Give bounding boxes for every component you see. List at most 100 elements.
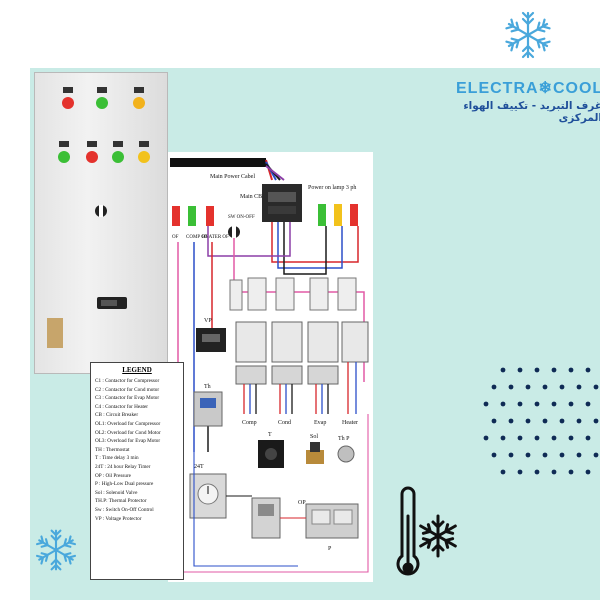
snowflake-icon (35, 529, 77, 571)
decor-dot (576, 384, 582, 390)
legend-row-7: OL2: Overload for Cond Motor (95, 429, 161, 436)
motor-label-comp: Comp (242, 420, 257, 426)
decor-dot (551, 367, 557, 373)
decor-dot (517, 401, 523, 407)
voltage-protector (196, 328, 226, 352)
motor-wires (243, 362, 357, 414)
panel-selector-switch (95, 205, 107, 217)
thermostat (193, 391, 223, 452)
timer-label: 24T (194, 464, 204, 470)
decor-dot (534, 469, 540, 475)
decor-dot (508, 418, 514, 424)
thp-label: Th P (338, 436, 350, 442)
24h-timer (189, 473, 227, 519)
decor-dot (559, 384, 565, 390)
thermal-protector (337, 445, 355, 463)
vp-label: VP (204, 318, 212, 324)
legend-row-11: 24T : 24 hour Relay Timer (95, 463, 151, 470)
on-off-switch (228, 226, 240, 238)
decor-dot (551, 435, 557, 441)
decor-dot (593, 452, 599, 458)
legend-title: LEGEND (122, 366, 152, 374)
legend-row-17: VP : Voltage Protector (95, 515, 142, 522)
decor-dot (542, 384, 548, 390)
panel-warning-label (47, 318, 63, 348)
main-circuit-breaker (262, 184, 302, 222)
decor-dot (551, 401, 557, 407)
decor-dot (593, 418, 599, 424)
decor-dot (568, 469, 574, 475)
decor-dot (576, 452, 582, 458)
op-label: OP (298, 500, 306, 506)
oil-pressure-switch (251, 497, 281, 539)
decor-dot (568, 367, 574, 373)
wiring-diagram: Main Power Cabel Power on lamp 3 ph Main… (168, 152, 373, 582)
decor-dot (491, 384, 497, 390)
decor-dot (500, 367, 506, 373)
decor-dot (508, 452, 514, 458)
panel-lamps (58, 87, 150, 163)
decor-dot (534, 435, 540, 441)
decor-dot (585, 435, 591, 441)
decor-dot (525, 452, 531, 458)
indicator-lamps-right (318, 204, 358, 226)
decorative-dots (483, 367, 599, 475)
motor-label-heater: Heater (342, 420, 358, 426)
main-cb-label: Main CB (240, 194, 262, 200)
time-delay-relay (258, 440, 284, 468)
legend-row-15: TH.P: Thermal Protector (95, 498, 147, 505)
sol-label: Sol (310, 434, 318, 440)
t-label: T (268, 432, 272, 438)
decor-dot (517, 469, 523, 475)
legend-row-10: T : Time delay 3 min (95, 455, 139, 462)
solenoid-valve (306, 442, 324, 464)
branch-breakers (229, 277, 357, 311)
motor-label-cond: Cond (278, 420, 291, 426)
indicator-lamps-left (172, 206, 214, 226)
decor-dot (491, 418, 497, 424)
brand-name: ELECTRA❄COOL (456, 80, 600, 97)
legend-row-3: C3 : Contactor for Evap Motor (95, 395, 160, 402)
th-label: Th (204, 384, 211, 390)
decor-dot (491, 452, 497, 458)
legend-row-4: C4 : Contactor for Heater (95, 403, 149, 410)
legend-row-12: OP : Oil Pressure (95, 472, 131, 479)
motor-label-evap: Evap (314, 420, 326, 426)
decor-dot (568, 401, 574, 407)
decor-dot (585, 469, 591, 475)
decor-dot (500, 469, 506, 475)
indicator-label-2: COMP ON (186, 235, 209, 240)
switch-label: SW ON-OFF (228, 215, 255, 220)
power-lamp-label: Power on lamp 3 ph (308, 185, 356, 191)
decor-dot (517, 435, 523, 441)
decor-dot (559, 452, 565, 458)
brand-tagline: غرف التبريد - تكييف الهواء المركزى (463, 100, 600, 124)
snowflake-icon (505, 11, 551, 59)
main-power-cable (170, 158, 285, 181)
decor-dot (576, 418, 582, 424)
decor-dot (525, 384, 531, 390)
indicator-label-1: OF (172, 235, 179, 240)
p-label: P (328, 546, 332, 552)
decor-dot (534, 367, 540, 373)
legend: LEGEND C1 : Contactor for Compressor C2 … (90, 362, 184, 580)
indicator-label-3: HEATER OF (202, 235, 229, 240)
legend-row-9: TH : Thermostat (95, 446, 130, 453)
thermometer-icon (396, 486, 458, 576)
decor-dot (534, 401, 540, 407)
legend-row-5: CB : Circuit Breaker (95, 412, 139, 419)
decor-dot (542, 418, 548, 424)
contactors (235, 321, 369, 385)
legend-row-1: C1 : Contactor for Compressor (95, 378, 160, 384)
main-power-label: Main Power Cabel (210, 174, 255, 180)
control-panel-photo (34, 72, 168, 374)
decor-dot (551, 469, 557, 475)
decor-dot (568, 435, 574, 441)
decor-dot (559, 418, 565, 424)
legend-row-14: Sol : Solenoid Valve (95, 489, 138, 496)
decor-dot (483, 401, 489, 407)
decor-dot (500, 435, 506, 441)
decor-dot (585, 401, 591, 407)
legend-row-8: OL3: Overload for Evap Motor (95, 438, 161, 445)
